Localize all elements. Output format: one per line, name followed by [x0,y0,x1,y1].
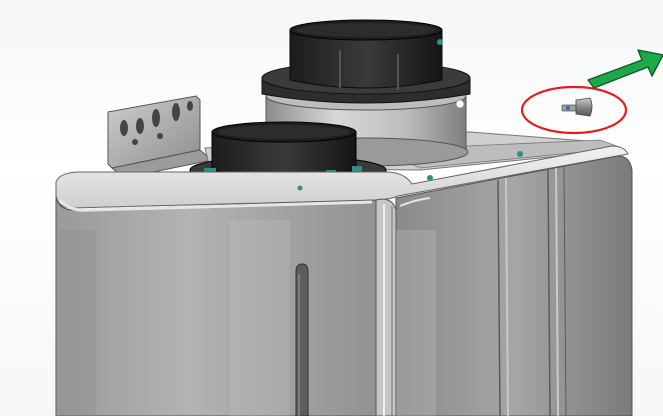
direction-arrow [587,49,663,89]
appliance-side-panel [395,155,633,416]
highlight-circle [520,85,628,135]
appliance-corner [375,198,397,416]
plug-fitting-part [561,97,593,117]
mounting-bracket [107,95,214,179]
appliance-front-panel [55,195,393,416]
